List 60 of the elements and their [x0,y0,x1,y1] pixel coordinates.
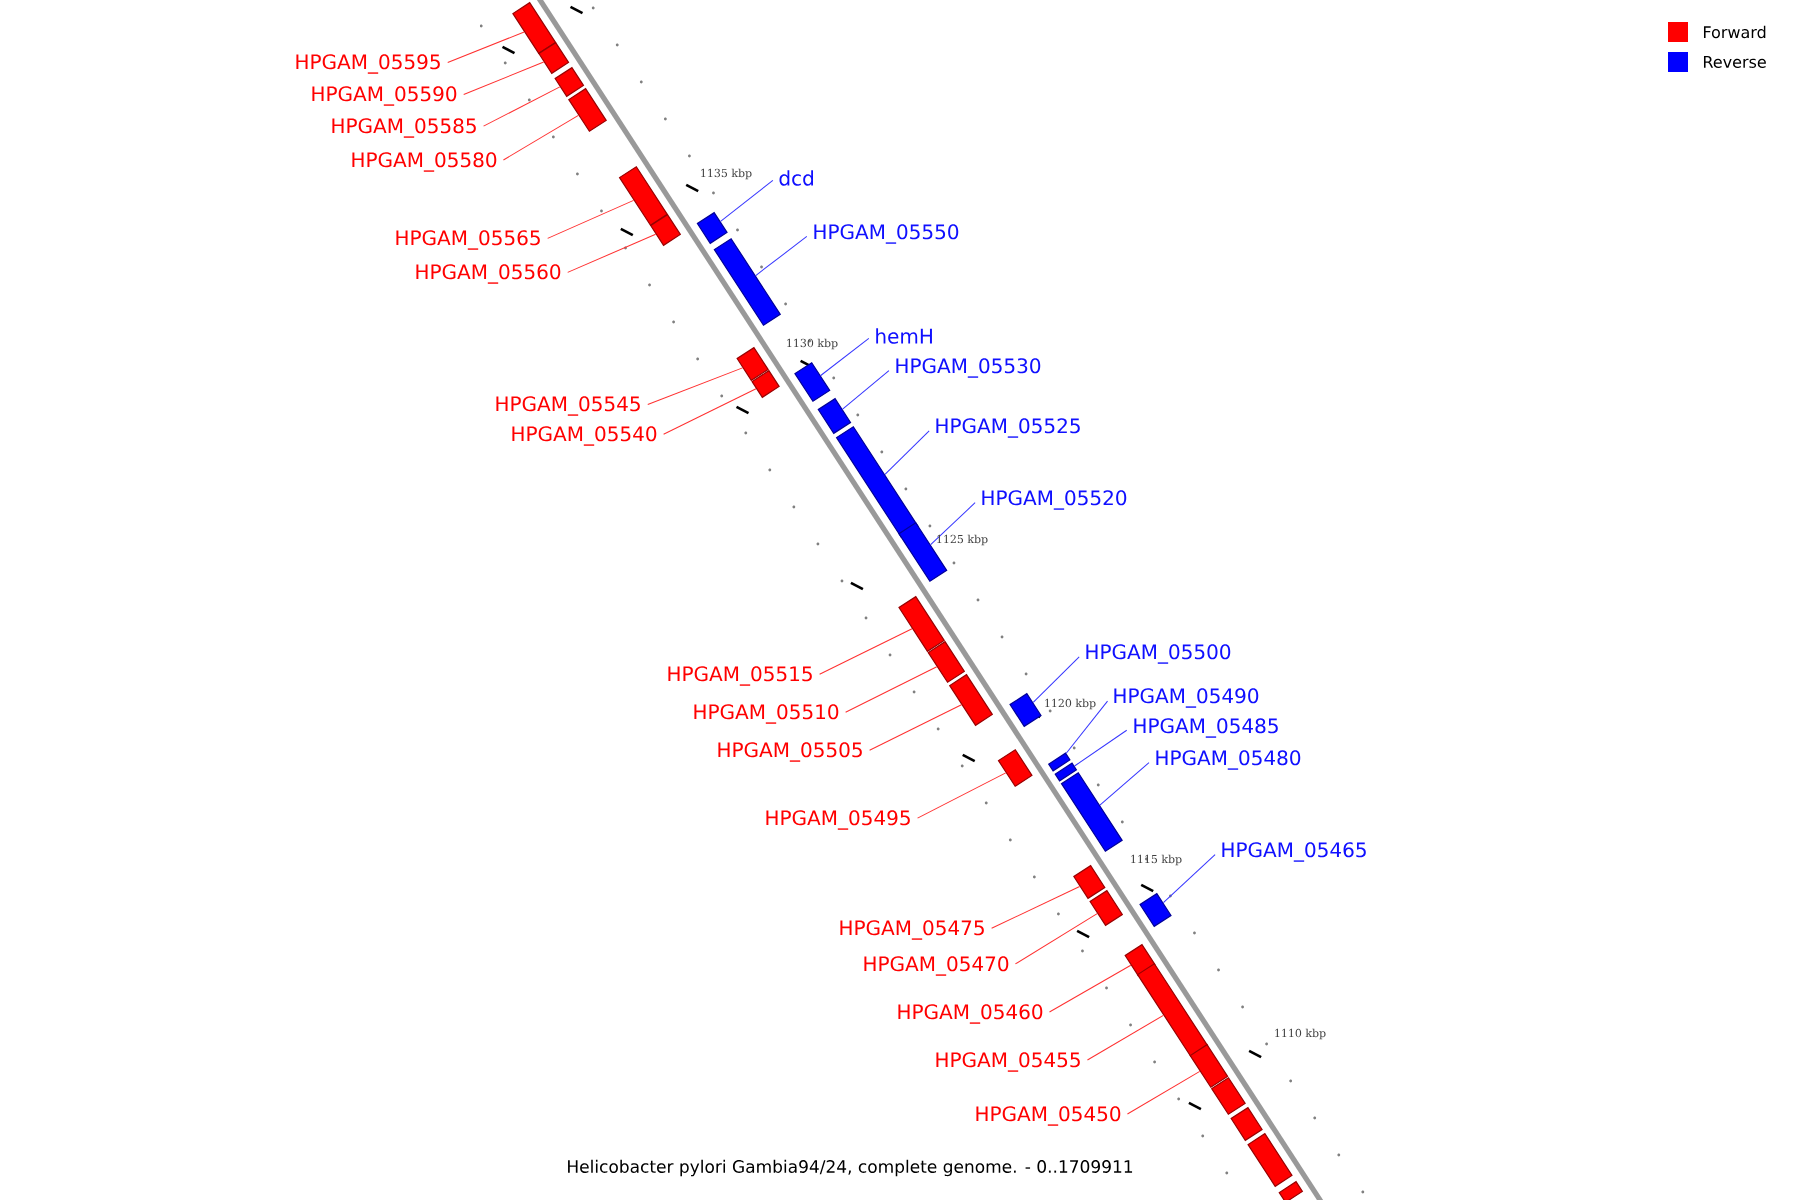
gene-label: HPGAM_05470 [864,956,1009,976]
leader-line [820,337,870,376]
leader-line [463,61,545,95]
gene-label: HPGAM_05480 [1156,750,1301,770]
leader-line [1014,913,1098,965]
gene-label: HPGAM_05500 [1086,644,1231,664]
gene-label: hemH [876,328,932,344]
leader-line [567,233,657,273]
gene-label: HPGAM_05515 [668,666,812,686]
leader-line [755,235,808,277]
gene-label: HPGAM_05530 [896,358,1041,378]
leader-line [663,388,757,435]
leader-line [1126,1070,1201,1115]
gene-label: HPGAM_05560 [416,264,561,284]
leader-line [720,179,774,222]
leader-line [647,367,743,406]
leader-line [884,430,930,475]
gene-label: HPGAM_05580 [352,152,497,172]
leader-line [991,886,1081,929]
leader-line [1032,656,1080,703]
leader-line [447,31,525,63]
gene-label: HPGAM_05565 [396,230,540,250]
gene-label: HPGAM_05460 [898,1004,1043,1024]
gene-label: HPGAM_05465 [1222,842,1366,862]
leader-line [502,114,579,161]
legend-label: Reverse [1704,56,1766,68]
gene-label: HPGAM_05585 [332,118,476,138]
leader-line [483,86,561,127]
gene-label: HPGAM_05485 [1134,718,1278,738]
gene-label: HPGAM_05505 [718,742,862,762]
gene-label: HPGAM_05475 [840,920,984,940]
gene-label: HPGAM_05550 [814,224,959,244]
gene-label: HPGAM_05455 [936,1052,1080,1072]
leader-line [547,199,635,239]
legend-label: Forward [1704,25,1766,39]
leader-line [1099,762,1150,806]
leader-line [1065,700,1109,754]
gene-label: HPGAM_05510 [694,704,839,724]
gene-label: HPGAM_05590 [312,86,457,106]
gene-label: dcd [779,170,813,186]
leader-line [930,502,976,546]
gene-label: HPGAM_05490 [1114,688,1259,708]
caption: Helicobacter pylori Gambia94/24, complete genome. - 0..1709911 [568,1159,1133,1177]
gene-label: HPGAM_05595 [296,54,440,74]
leader-line [917,772,1007,819]
leader-line [842,370,890,410]
gene-label: HPGAM_05525 [936,418,1080,438]
gene-label: HPGAM_05495 [766,810,910,830]
gene-label: HPGAM_05520 [982,490,1127,510]
gene-label: HPGAM_05540 [512,426,657,446]
gene-label: HPGAM_05545 [496,396,640,416]
leader-line [845,666,938,713]
gene-label: HPGAM_05450 [976,1106,1121,1126]
leader-line [869,704,962,751]
leader-line [1162,854,1216,904]
leader-line [1086,1014,1164,1061]
leader-line [1049,964,1132,1013]
gene-block [1047,752,1071,772]
leader-line [1074,729,1128,767]
leader-line [819,628,913,675]
